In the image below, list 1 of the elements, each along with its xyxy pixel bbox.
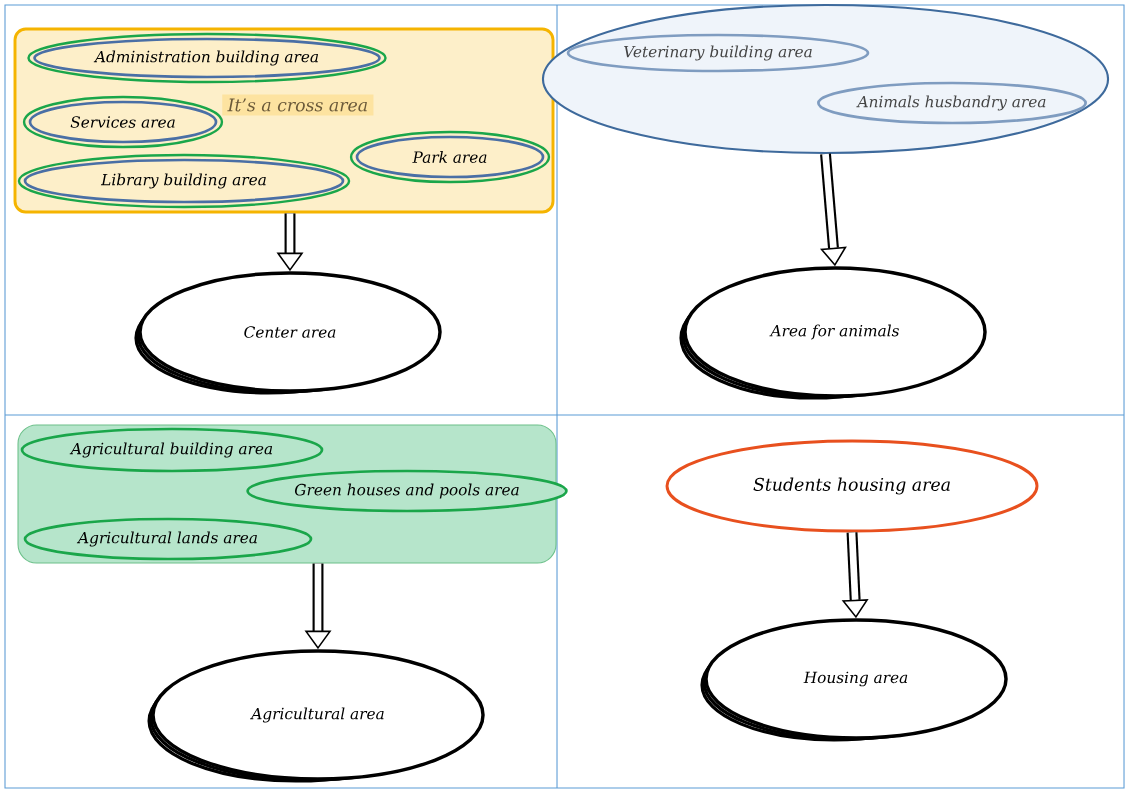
node-label: Agricultural area: [250, 707, 384, 723]
